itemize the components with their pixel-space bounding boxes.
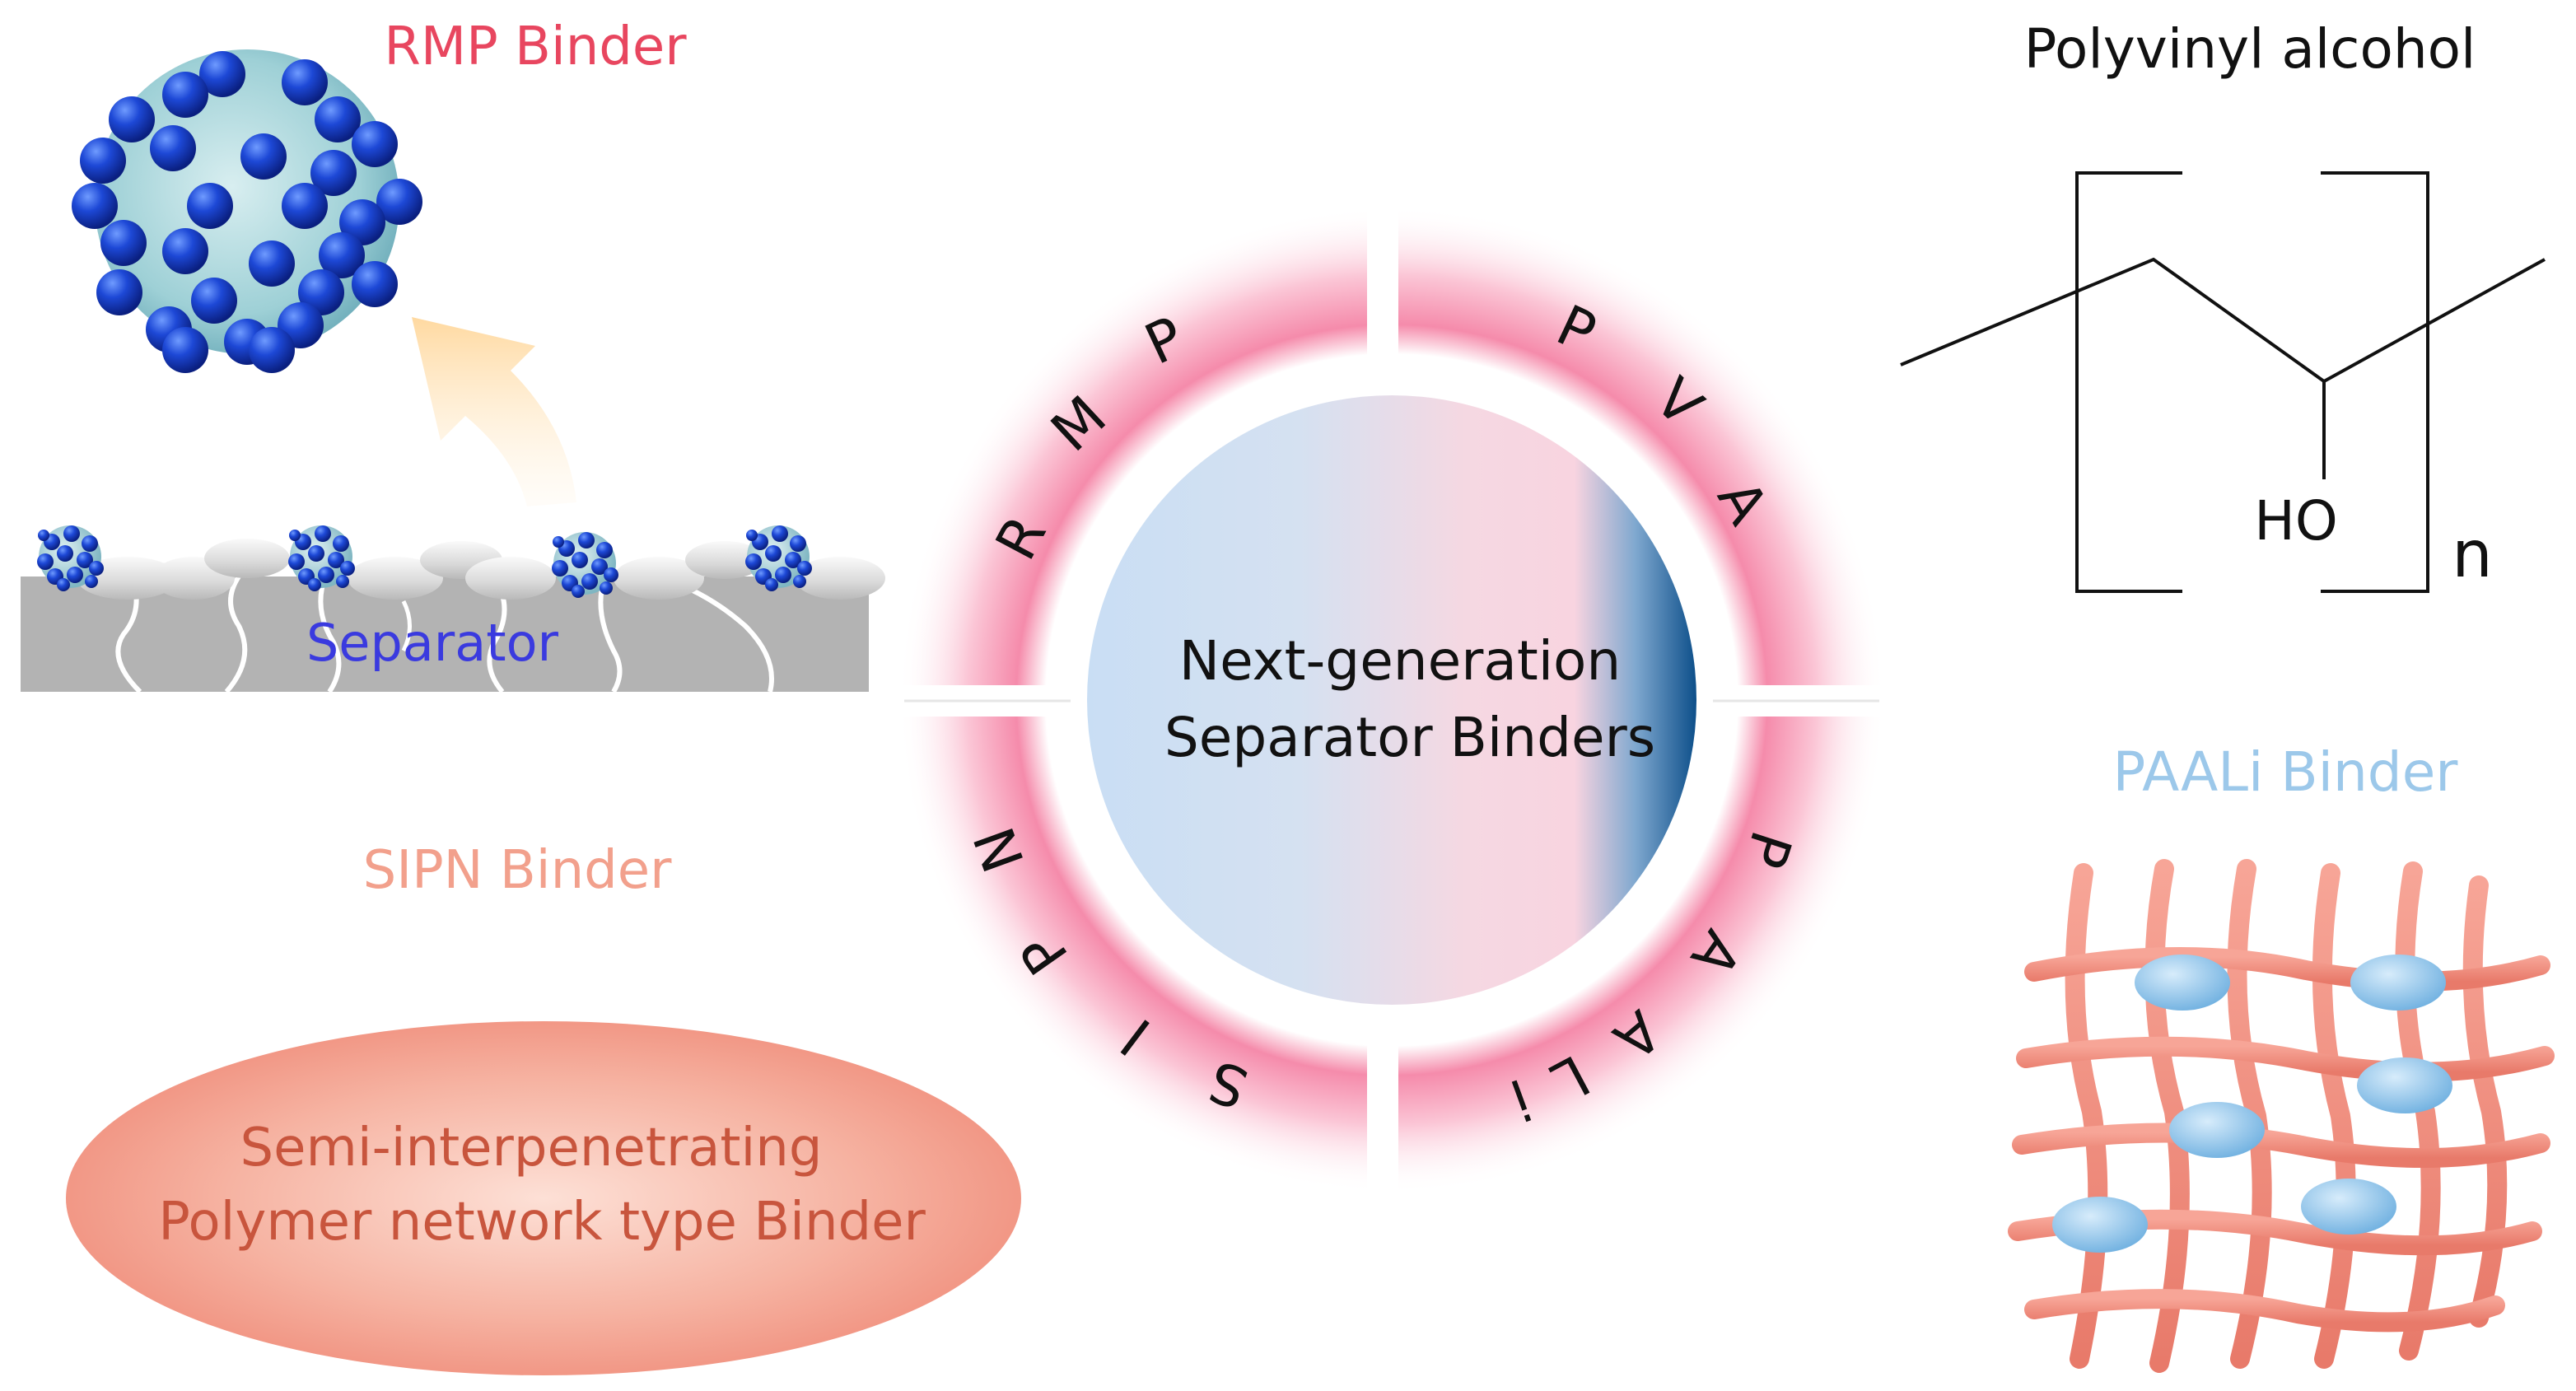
sipn-ellipse [66, 1021, 1021, 1375]
sipn-section: SIPN Binder Semi-interpenetrating Polyme… [66, 840, 1021, 1375]
expand-arrow [412, 317, 576, 506]
central-ring: Next-generation Separator Binders R M P … [881, 189, 1902, 1211]
sipn-description-line1: Semi-interpenetrating [240, 1118, 823, 1179]
rmp-section: RMP Binder [21, 16, 885, 694]
paali-mesh [2008, 859, 2555, 1373]
pva-structure [1900, 171, 2546, 593]
center-title-line1: Next-generation [1179, 629, 1622, 693]
sipn-binder-title: SIPN Binder [363, 840, 673, 901]
hydroxyl-label: HO [2254, 489, 2338, 553]
paali-section: PAALi Binder [2008, 740, 2555, 1373]
repeat-unit-n: n [2452, 518, 2492, 592]
separator-label: Separator [306, 613, 559, 673]
center-disk [1087, 395, 1696, 1005]
pva-title: Polyvinyl alcohol [2024, 17, 2476, 81]
separator-block: Separator [21, 525, 885, 694]
pva-section: Polyvinyl alcohol HO n [1900, 17, 2546, 593]
rmp-binder-title: RMP Binder [384, 16, 687, 77]
lithium-ions [2052, 955, 2452, 1253]
paali-binder-title: PAALi Binder [2113, 740, 2459, 804]
sipn-description-line2: Polymer network type Binder [158, 1192, 926, 1253]
rmp-particle [72, 49, 422, 373]
center-title-line2: Separator Binders [1164, 706, 1655, 769]
